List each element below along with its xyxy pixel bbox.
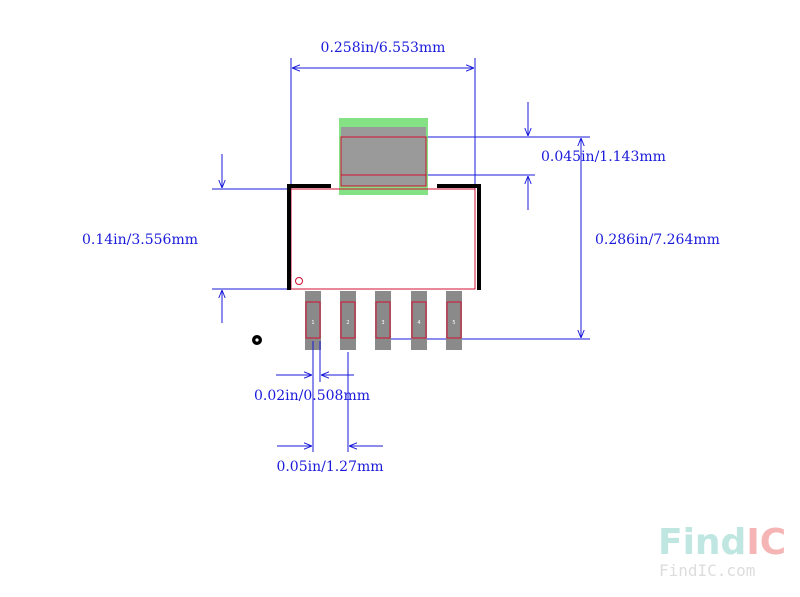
pin-pad-2: 2: [340, 291, 356, 350]
findic-watermark: FindIC FindIC.com: [658, 522, 786, 580]
pin-label: 4: [417, 320, 420, 326]
pitch-label: 0.05in/1.27mm: [276, 459, 383, 475]
pin1-marker-circle: [295, 277, 303, 285]
pitch-dimension: 0.05in/1.27mm: [276, 352, 384, 475]
body-height-dimension: 0.14in/3.556mm: [82, 154, 292, 323]
pin-pad-4: 4: [411, 291, 427, 350]
tab-height-label: 0.045in/1.143mm: [541, 149, 666, 165]
pin-label: 3: [381, 320, 384, 326]
pin-pad-5: 5: [446, 291, 462, 350]
total-height-dimension: 0.286in/7.264mm: [378, 136, 720, 340]
tab-pad: [339, 118, 428, 195]
watermark-logo: FindIC: [658, 522, 786, 563]
body-height-label: 0.14in/3.556mm: [82, 232, 198, 248]
pin-pads: 1 2 3 4 5: [305, 291, 462, 350]
pin-label: 1: [311, 320, 314, 326]
watermark-url: FindIC.com: [659, 561, 755, 580]
pin1-indicator-dot: [252, 335, 262, 345]
body-width-dimension: 0.258in/6.553mm: [290, 40, 476, 192]
pin-pad-1: 1: [305, 291, 321, 350]
pin-label: 5: [452, 320, 455, 326]
total-height-label: 0.286in/7.264mm: [595, 232, 720, 248]
pin-label: 2: [346, 320, 349, 326]
package-outline: [287, 184, 481, 290]
pin-pad-3: 3: [375, 291, 391, 350]
body-width-label: 0.258in/6.553mm: [321, 40, 446, 56]
pad-width-label: 0.02in/0.508mm: [254, 388, 370, 404]
pad-width-dimension: 0.02in/0.508mm: [254, 341, 370, 404]
